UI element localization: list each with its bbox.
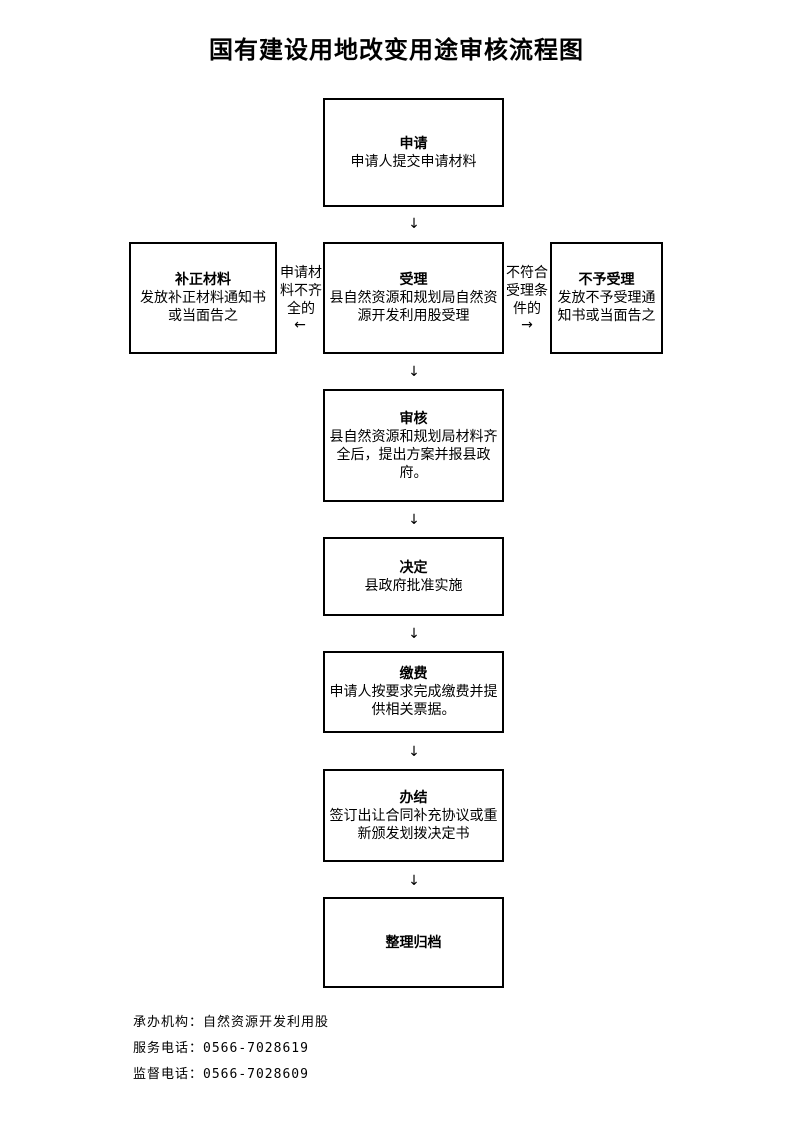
step-reject: 不予受理 发放不予受理通知书或当面告之 [550, 242, 663, 354]
footer-supervise-label: 监督电话： [133, 1067, 204, 1082]
step-pay: 缴费 申请人按要求完成缴费并提供相关票据。 [323, 651, 504, 733]
step-finish: 办结 签订出让合同补充协议或重新颁发划拨决定书 [323, 769, 504, 862]
footer-supervise-value: 0566-7028609 [203, 1067, 309, 1082]
step-archive: 整理归档 [323, 897, 504, 988]
step-apply: 申请 申请人提交申请材料 [323, 98, 504, 207]
footer-supervise-phone: 监督电话：0566-7028609 [133, 1063, 309, 1082]
step-finish-title: 办结 [399, 789, 428, 806]
arrow-down-6: ↓ [408, 873, 420, 889]
step-pay-title: 缴费 [399, 666, 428, 682]
step-apply-desc: 申请人提交申请材料 [350, 153, 477, 170]
step-review-title: 审核 [399, 410, 428, 427]
step-archive-title: 整理归档 [385, 934, 442, 951]
arrow-left: ← [294, 317, 306, 333]
step-decide-desc: 县政府批准实施 [364, 577, 463, 594]
step-accept: 受理 县自然资源和规划局自然资源开发利用股受理 [323, 242, 504, 354]
step-accept-desc: 县自然资源和规划局自然资源开发利用股受理 [329, 290, 498, 324]
step-review-desc: 县自然资源和规划局材料齐全后，提出方案并报县政府。 [329, 428, 498, 481]
arrow-down-1: ↓ [408, 216, 420, 232]
step-supplement-desc: 发放补正材料通知书或当面告之 [140, 290, 266, 324]
branch-label-incomplete-text: 申请材料不齐全的 [280, 265, 322, 317]
footer-organizer-value: 自然资源开发利用股 [203, 1015, 330, 1030]
page-title: 国有建设用地改变用途审核流程图 [209, 36, 584, 64]
arrow-down-2: ↓ [408, 364, 420, 380]
footer-service-phone: 服务电话：0566-7028619 [133, 1037, 309, 1056]
step-supplement-title: 补正材料 [175, 272, 231, 288]
step-reject-title: 不予受理 [578, 272, 635, 288]
step-finish-desc: 签订出让合同补充协议或重新颁发划拨决定书 [329, 807, 498, 842]
step-decide-title: 决定 [399, 559, 428, 576]
arrow-down-3: ↓ [408, 512, 420, 528]
step-reject-desc: 发放不予受理通知书或当面告之 [557, 290, 656, 324]
step-pay-desc: 申请人按要求完成缴费并提供相关票据。 [329, 684, 498, 718]
arrow-down-4: ↓ [408, 626, 420, 642]
arrow-right: → [521, 317, 533, 333]
step-review: 审核 县自然资源和规划局材料齐全后，提出方案并报县政府。 [323, 389, 504, 502]
arrow-down-5: ↓ [408, 744, 420, 760]
branch-label-ineligible-text: 不符合受理条件的 [506, 265, 548, 317]
footer-service-value: 0566-7028619 [203, 1041, 309, 1056]
branch-label-ineligible: 不符合受理条件的 [505, 264, 549, 318]
step-accept-title: 受理 [399, 272, 428, 288]
step-apply-title: 申请 [399, 135, 428, 152]
footer-organizer: 承办机构：自然资源开发利用股 [133, 1011, 329, 1030]
step-decide: 决定 县政府批准实施 [323, 537, 504, 616]
footer-organizer-label: 承办机构： [133, 1015, 204, 1030]
step-supplement: 补正材料 发放补正材料通知书或当面告之 [129, 242, 277, 354]
branch-label-incomplete: 申请材料不齐全的 [279, 264, 323, 318]
footer-service-label: 服务电话： [133, 1041, 204, 1056]
